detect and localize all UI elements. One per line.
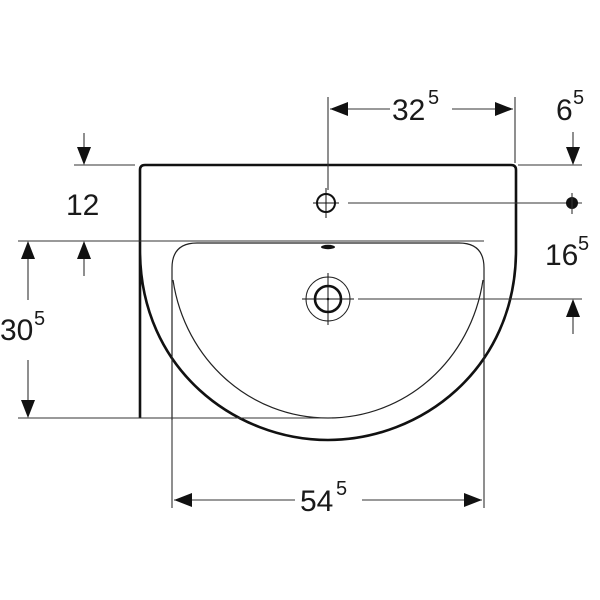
dimension-32-5: 32 5 — [330, 87, 513, 127]
svg-text:5: 5 — [578, 233, 589, 255]
overflow-slot — [321, 244, 335, 250]
drain-outlet — [302, 273, 354, 325]
dimension-16-5: 16 5 — [545, 233, 589, 334]
svg-text:5: 5 — [34, 308, 45, 330]
svg-text:5: 5 — [573, 87, 584, 109]
svg-text:32: 32 — [392, 94, 425, 127]
svg-text:16: 16 — [545, 239, 578, 272]
svg-text:12: 12 — [66, 189, 99, 222]
svg-text:30: 30 — [0, 314, 33, 347]
dimension-12: 12 — [66, 133, 99, 276]
tap-hole — [313, 188, 339, 218]
svg-text:5: 5 — [428, 87, 439, 109]
svg-text:54: 54 — [300, 485, 333, 518]
dimension-54-5: 54 5 — [174, 478, 482, 518]
inner-bowl-outline — [171, 242, 485, 420]
dimension-30-5: 30 5 — [0, 241, 45, 418]
dimension-6-5: 6 5 — [556, 87, 584, 165]
svg-text:5: 5 — [336, 478, 347, 500]
outer-basin-outline — [138, 163, 518, 442]
svg-text:6: 6 — [556, 94, 573, 127]
